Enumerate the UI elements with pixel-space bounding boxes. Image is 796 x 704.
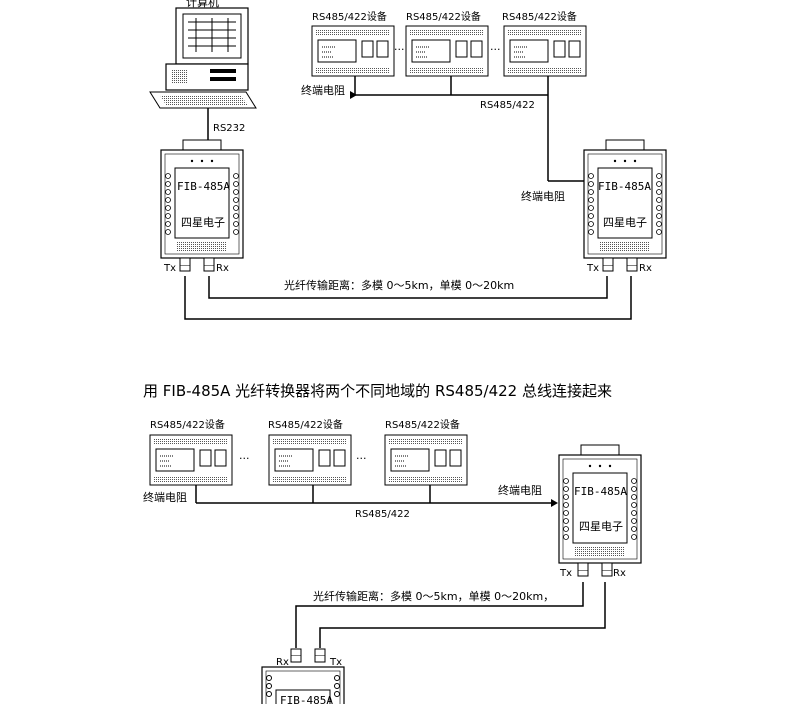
- rs485-bus: [354, 76, 585, 182]
- rs485-device: [311, 25, 395, 77]
- computer-label: 计算机: [186, 0, 219, 9]
- ellipsis: ···: [239, 452, 250, 465]
- ellipsis: ···: [394, 43, 405, 56]
- converter-model: FIB-485A: [598, 180, 651, 193]
- converter-brand: 四星电子: [603, 216, 647, 229]
- device-label: RS485/422设备: [150, 418, 225, 431]
- rs485-device: [405, 25, 489, 77]
- rs485-device: [268, 434, 352, 486]
- converter-model: FIB-485A: [280, 694, 333, 704]
- rs485-device: [149, 434, 233, 486]
- rx-label: Rx: [276, 657, 289, 668]
- tx-label: Tx: [559, 568, 572, 579]
- terminator-label: 终端电阻: [301, 83, 345, 97]
- converter-right: [583, 139, 667, 272]
- rs485-bus: [195, 485, 556, 504]
- converter-model: FIB-485A: [574, 485, 627, 498]
- rs232-label: RS232: [213, 123, 245, 134]
- converter-brand: 四星电子: [579, 520, 623, 533]
- converter-brand: 四星电子: [181, 216, 225, 229]
- rx-label: Rx: [639, 263, 652, 274]
- fiber-link: [295, 582, 606, 648]
- device-label: RS485/422设备: [312, 10, 387, 23]
- device-label: RS485/422设备: [385, 418, 460, 431]
- tx-label: Tx: [163, 263, 176, 274]
- computer-icon: [149, 7, 257, 109]
- terminator-arrow: [551, 499, 558, 507]
- device-label: RS485/422设备: [406, 10, 481, 23]
- ellipsis: ···: [356, 452, 367, 465]
- rx-label: Rx: [216, 263, 229, 274]
- terminator-arrow: [350, 91, 357, 99]
- terminator-label: 终端电阻: [521, 189, 565, 203]
- tx-label: Tx: [586, 263, 599, 274]
- tx-label: Tx: [329, 657, 342, 668]
- terminator-label: 终端电阻: [143, 490, 187, 504]
- terminator-label: 终端电阻: [498, 483, 542, 497]
- converter-right-2: [558, 444, 642, 577]
- fiber-distance-note: 光纤传输距离：多模 0～5km，单模 0～20km: [284, 278, 514, 292]
- converter-bottom: [261, 648, 345, 704]
- device-label: RS485/422设备: [268, 418, 343, 431]
- diagram-caption: 用 FIB-485A 光纤转换器将两个不同地域的 RS485/422 总线连接起…: [143, 382, 612, 400]
- rs485-device: [384, 434, 468, 486]
- converter-left: [160, 139, 244, 272]
- bus-label: RS485/422: [480, 100, 535, 111]
- ellipsis: ···: [490, 43, 501, 56]
- bus-label: RS485/422: [355, 509, 410, 520]
- fiber-link: [184, 276, 632, 320]
- rx-label: Rx: [613, 568, 626, 579]
- rs485-device: [503, 25, 587, 77]
- converter-model: FIB-485A: [177, 180, 230, 193]
- device-label: RS485/422设备: [502, 10, 577, 23]
- fiber-distance-note: 光纤传输距离：多模 0～5km，单模 0～20km，: [313, 589, 554, 603]
